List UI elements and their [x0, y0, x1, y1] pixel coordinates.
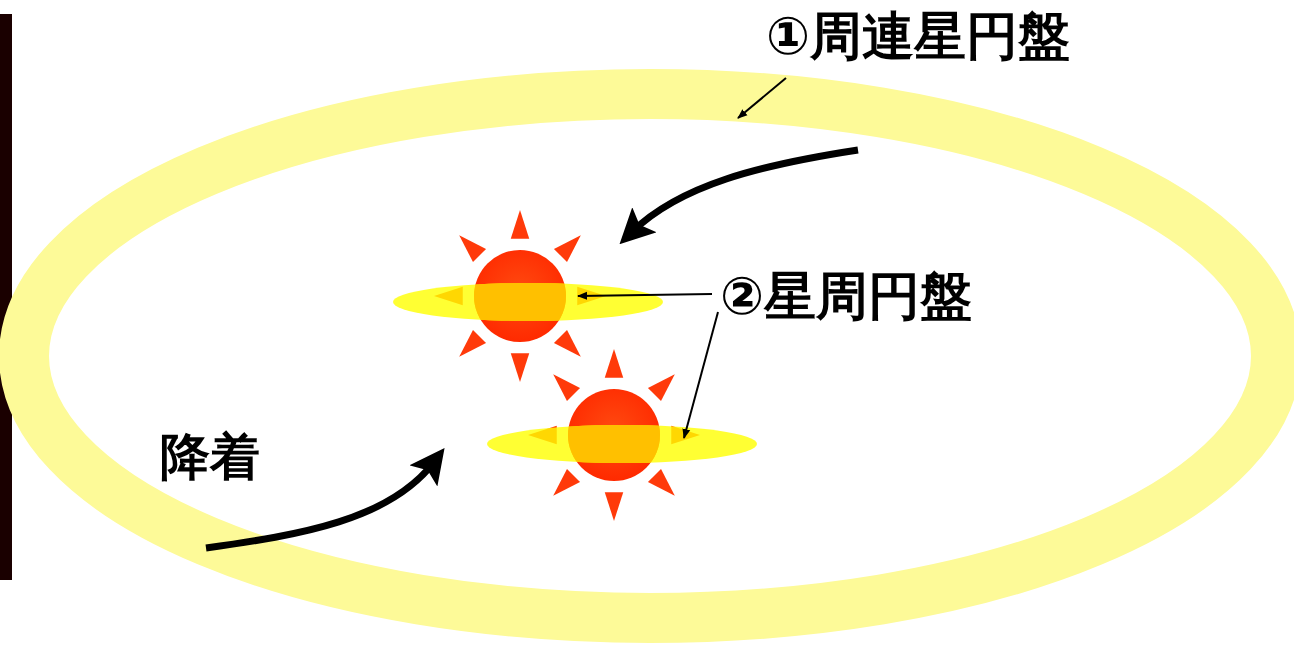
disk-overlap	[393, 283, 663, 321]
disk-overlap	[487, 425, 757, 463]
star-ray	[605, 349, 623, 378]
label-text: 降着	[160, 430, 260, 485]
label-text: ①周連星円盤	[766, 8, 1070, 65]
edge-bar	[0, 14, 12, 580]
circumbinary-ring	[24, 94, 1276, 618]
leader-line	[684, 312, 718, 438]
star-ray	[553, 374, 580, 401]
circumstellar-disk	[393, 283, 663, 321]
label-text: ②星周円盤	[720, 268, 972, 325]
star-ray	[511, 210, 529, 239]
star-ray	[554, 330, 581, 357]
star-ray	[459, 330, 486, 357]
star-ray	[511, 353, 529, 382]
leader-line	[578, 294, 712, 296]
circumstellar-disk	[487, 425, 757, 463]
star	[487, 349, 757, 521]
accretion-arrow	[632, 150, 858, 232]
star-ray	[459, 235, 486, 262]
star-ray	[648, 374, 675, 401]
leader-line	[738, 78, 786, 118]
star-ray	[605, 492, 623, 521]
star-ray	[553, 469, 580, 496]
star-ray	[648, 469, 675, 496]
star-ray	[554, 235, 581, 262]
